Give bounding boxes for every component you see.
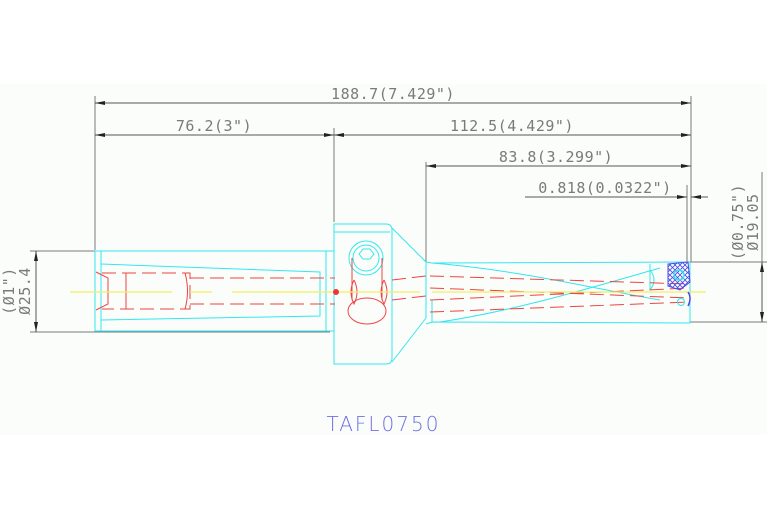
dimension-lines [30, 96, 767, 333]
flute-length-label: 83.8(3.299") [499, 148, 613, 166]
insert [667, 261, 691, 307]
drill-diameter-mm-label: Ø19.05 [744, 193, 762, 250]
hidden-details [95, 258, 388, 325]
drawing-background [0, 84, 767, 435]
dimension-labels: 188.7(7.429") 76.2(3") 112.5(4.429") 83.… [0, 85, 762, 315]
hidden-lines [102, 272, 691, 313]
tip-offset-label: 0.818(0.0322") [538, 179, 671, 197]
drill-diameter-inch-label: (Ø0.75") [729, 184, 747, 260]
overall-length-label: 188.7(7.429") [331, 85, 455, 103]
shank-diameter-inch-label: (Ø1") [0, 267, 18, 315]
shank-diameter-mm-label: Ø25.4 [16, 267, 34, 315]
center-mark [333, 289, 339, 295]
body-length-label: 112.5(4.429") [450, 117, 574, 135]
shank-length-label: 76.2(3") [176, 117, 252, 135]
tool-outline [94, 223, 691, 365]
part-number: TAFL0750 [326, 412, 441, 436]
